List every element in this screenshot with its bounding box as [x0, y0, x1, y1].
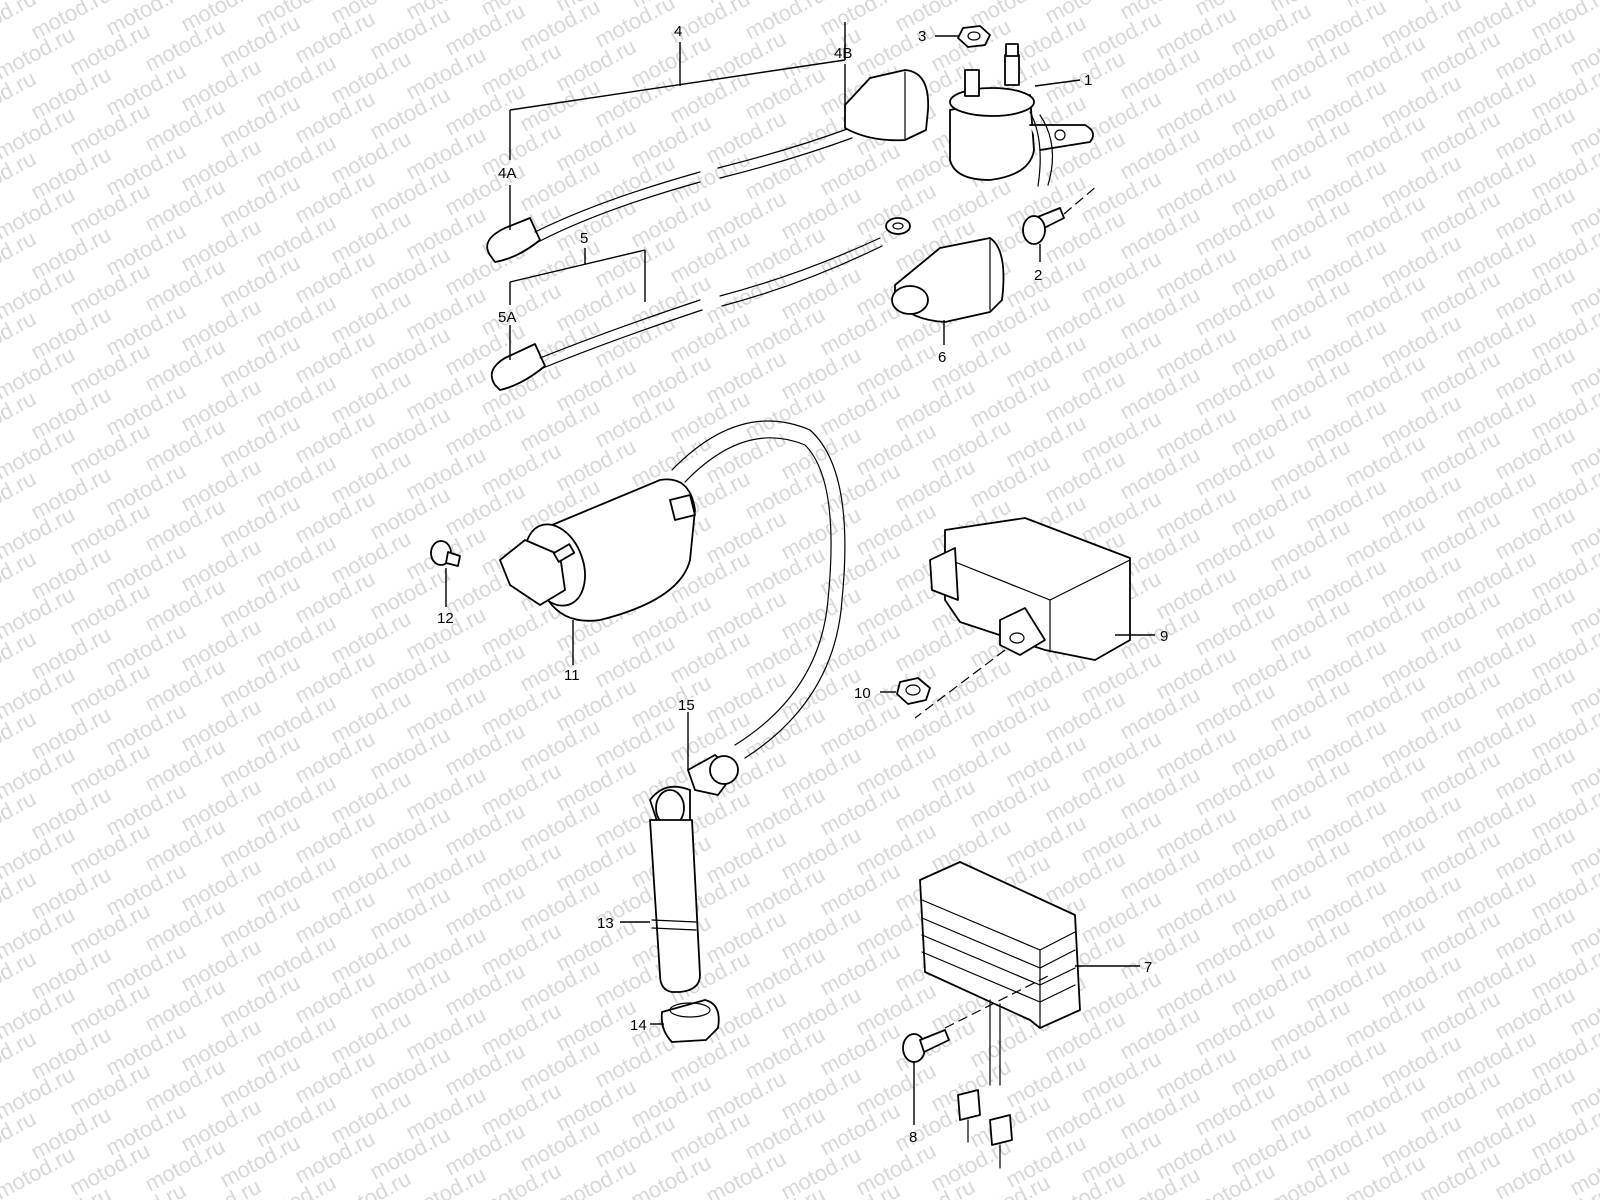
callout-8: 8: [909, 1129, 917, 1146]
nut-10: [896, 677, 931, 705]
regulator-7: [919, 861, 1081, 1169]
callout-labels: 1 2 3 4 4A 4B 5 5A 6 7 8 9 10 11 12 13 1…: [437, 23, 1168, 1146]
callout-3: 3: [918, 28, 926, 45]
screw-12: [430, 540, 461, 567]
screw-2: [1022, 184, 1099, 245]
cdi-unit-9: [914, 517, 1131, 719]
callout-4b: 4B: [834, 45, 852, 62]
callout-lines: [445, 22, 1155, 1125]
callout-11: 11: [564, 667, 580, 684]
plug-cap-13: [649, 754, 739, 993]
battery-cable-4: [486, 69, 929, 263]
callout-10: 10: [854, 685, 871, 702]
ignition-coil-11: [499, 420, 846, 759]
callout-2: 2: [1034, 267, 1042, 284]
callout-1: 1: [1084, 72, 1092, 89]
callout-15: 15: [678, 697, 695, 714]
terminal-boot-6: [891, 237, 1005, 323]
nut-3: [957, 25, 991, 48]
callout-14: 14: [630, 1017, 647, 1034]
callout-12: 12: [437, 610, 454, 627]
callout-4a: 4A: [498, 165, 516, 182]
callout-6: 6: [938, 349, 946, 366]
callout-5: 5: [580, 230, 588, 247]
callout-4: 4: [674, 23, 682, 40]
screw-8: [902, 1029, 950, 1063]
callout-7: 7: [1144, 959, 1152, 976]
callout-9: 9: [1160, 628, 1168, 645]
callout-5a: 5A: [498, 309, 516, 326]
starter-relay: [949, 43, 1094, 187]
callout-13: 13: [597, 915, 614, 932]
ground-cable-5: [490, 217, 911, 391]
